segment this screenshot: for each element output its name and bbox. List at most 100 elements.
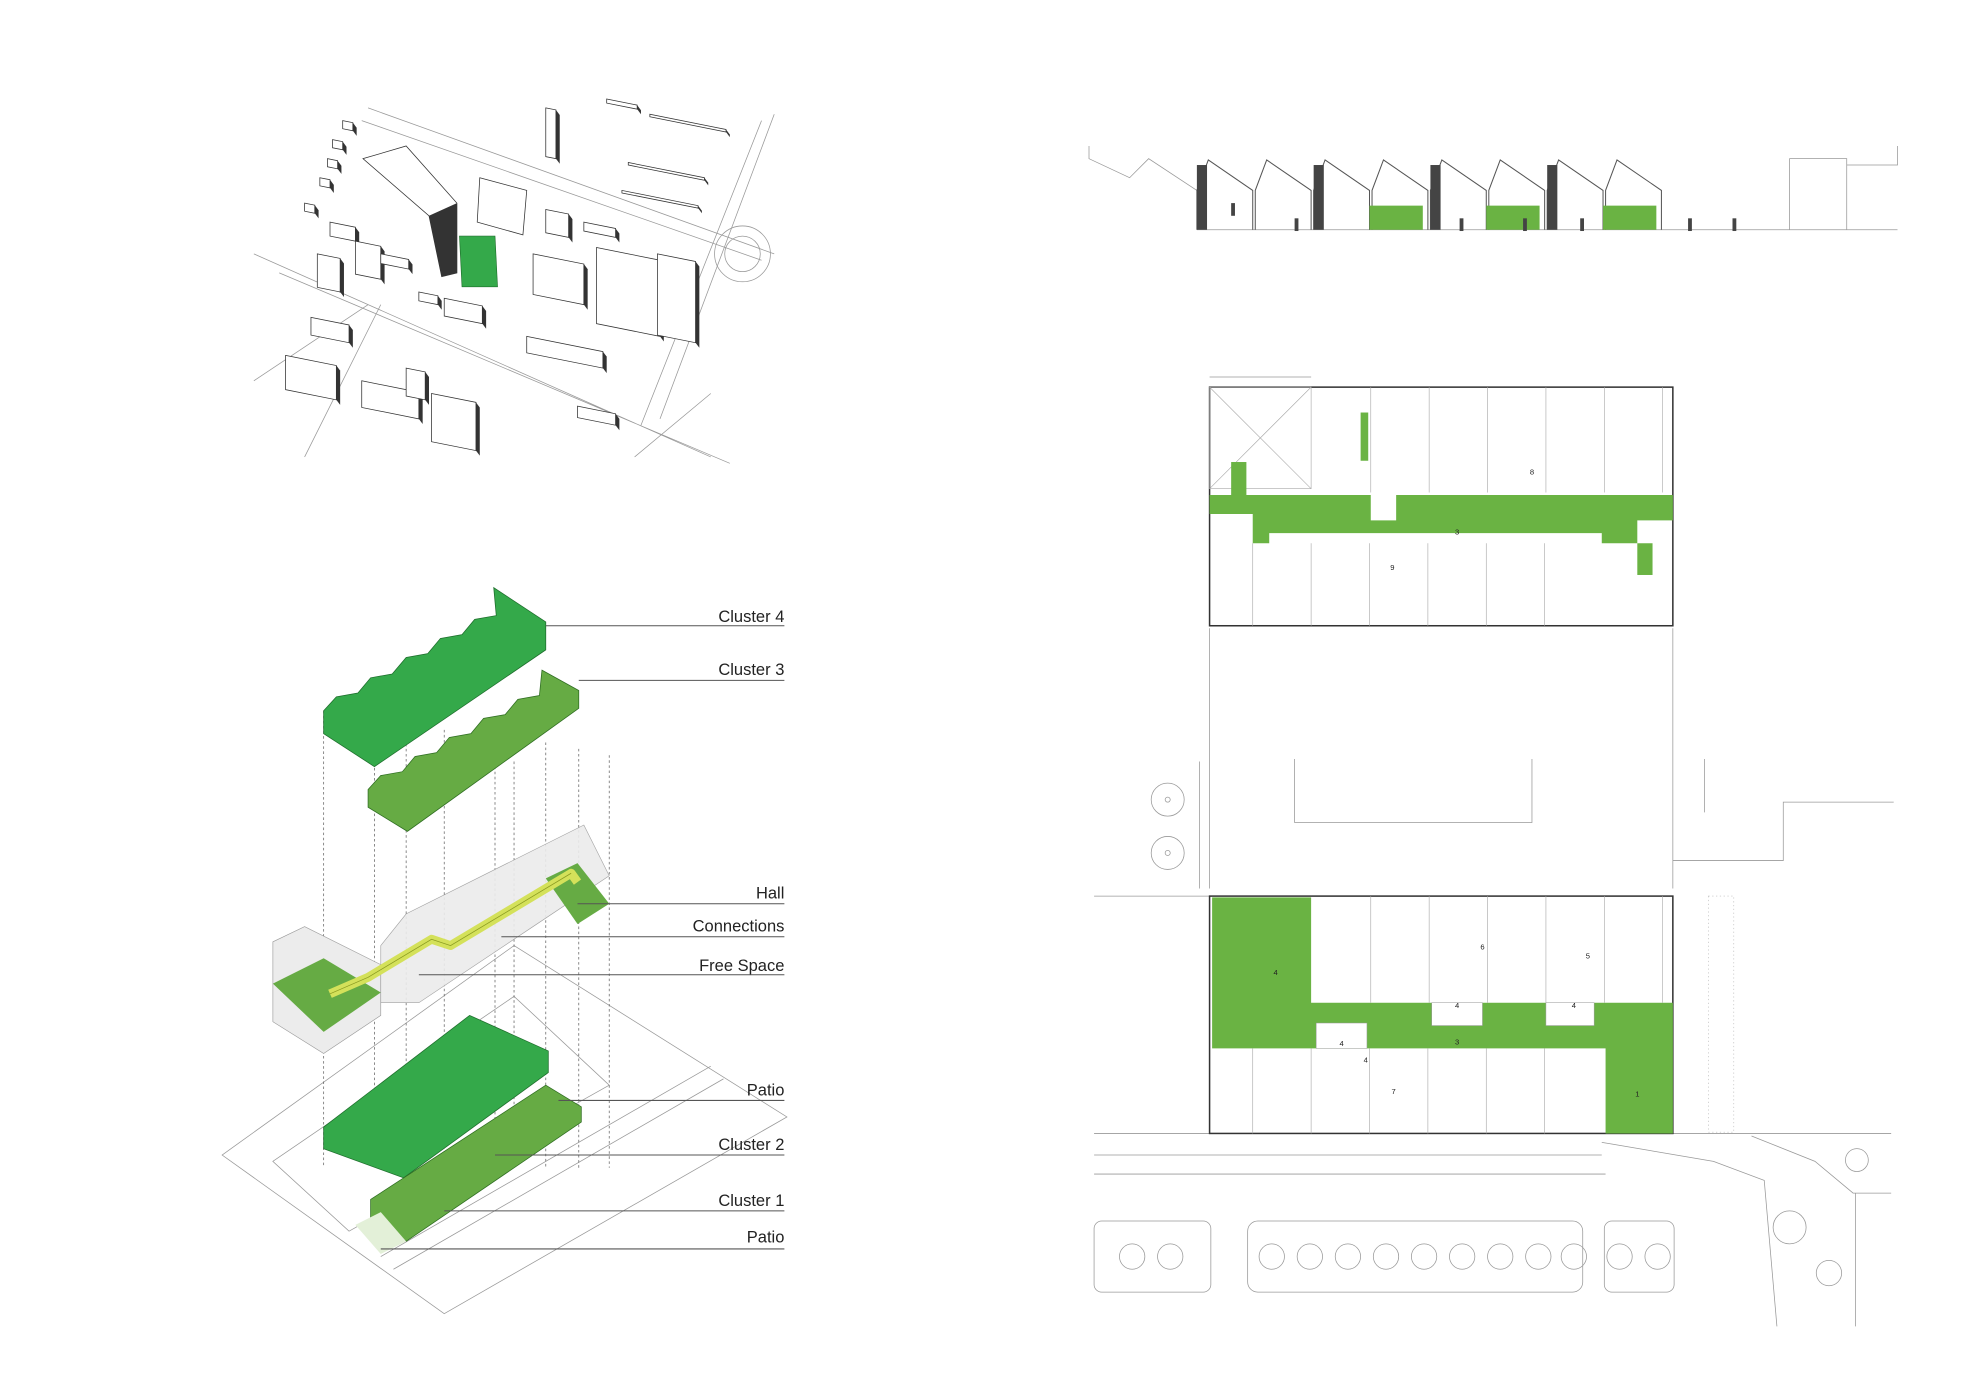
site-building-shadow [330, 179, 334, 193]
tree-icon [1296, 1243, 1323, 1270]
site-building-shadow [337, 160, 342, 174]
room-number: 3 [1455, 1038, 1459, 1047]
site-building [316, 253, 341, 293]
room-number: 4 [1364, 1055, 1369, 1064]
site-building [606, 98, 638, 110]
site-building-shadow [475, 402, 480, 456]
free-space-left [272, 958, 381, 1032]
tree-icon [1525, 1243, 1552, 1270]
section-green-glazing [1486, 205, 1540, 230]
room-number: 9 [1390, 563, 1394, 572]
tree-icon [1644, 1243, 1671, 1270]
site-building-shadow [555, 109, 560, 164]
cluster-4-volume [323, 586, 547, 768]
section-bay [1488, 159, 1546, 230]
site-building-shadow [602, 351, 607, 374]
room-number: 6 [1480, 942, 1484, 951]
site-building [526, 335, 604, 369]
section-dark-wall [1430, 165, 1441, 230]
site-building-shadow [437, 295, 442, 310]
site-building-shadow [698, 205, 702, 214]
site-building-shadow [615, 228, 620, 243]
building-section [1088, 145, 1898, 232]
site-building [545, 208, 569, 238]
site-building [431, 393, 477, 452]
site-building-shadow [704, 177, 709, 186]
site-building-shadow [340, 258, 344, 298]
site-building-shadow [314, 205, 319, 219]
site-building [380, 253, 410, 270]
site-building [649, 113, 727, 133]
section-dark-wall [1196, 165, 1208, 230]
tree-icon [1815, 1259, 1843, 1287]
room-number: 8 [1530, 468, 1534, 477]
label-patio-top: Patio [747, 1081, 785, 1099]
ground-floor-plan: 4 6 5 4 4 4 3 4 7 1 [1208, 895, 1674, 1135]
upper-corridor [1209, 495, 1673, 544]
site-building [532, 253, 585, 306]
site-building-shadow [336, 365, 341, 405]
tree-icon [1487, 1243, 1514, 1270]
site-building [405, 367, 426, 401]
tree-icon [1150, 836, 1185, 870]
room-number: 1 [1635, 1090, 1639, 1099]
section-green-glazing [1603, 205, 1657, 230]
tree-icon [1157, 1243, 1184, 1270]
site-building-shadow [408, 259, 413, 275]
tree-icon [1772, 1210, 1807, 1245]
tree-icon [1606, 1243, 1633, 1270]
label-hall: Hall [756, 885, 784, 903]
section-dark-wall [1547, 165, 1558, 230]
site-building-shadow [726, 129, 730, 138]
site-building [443, 297, 483, 325]
label-cluster-4: Cluster 4 [718, 608, 784, 626]
exploded-axonometric [221, 586, 788, 1315]
site-building [621, 189, 699, 209]
person-figure-icon [1732, 218, 1737, 232]
person-figure-icon [1231, 203, 1235, 216]
tree-icon [1449, 1243, 1476, 1270]
room-number: 4 [1455, 1001, 1460, 1010]
person-figure-icon [1459, 218, 1464, 232]
room-number: 4 [1339, 1039, 1344, 1048]
site-building [418, 291, 439, 306]
room-number: 4 [1273, 968, 1278, 977]
person-figure-icon [1580, 218, 1584, 232]
site-building [355, 240, 382, 280]
site-building [596, 247, 661, 337]
section-dark-wall [1313, 165, 1324, 230]
site-building-shadow [349, 324, 353, 348]
section-bay [1605, 159, 1662, 230]
cluster-2-volume [323, 1014, 549, 1179]
tree-icon [1372, 1243, 1400, 1270]
site-building [327, 158, 338, 170]
label-cluster-3: Cluster 3 [718, 661, 784, 679]
site-building-shadow [352, 122, 357, 136]
site-building-shadow [568, 214, 573, 243]
site-building-shadow [583, 264, 588, 310]
label-free-space: Free Space [699, 957, 784, 975]
site-building [545, 107, 557, 160]
site-building [583, 221, 616, 238]
site-building-shadow [615, 413, 620, 431]
site-building-shadow [637, 105, 641, 115]
site-building [304, 202, 316, 214]
label-cluster-1: Cluster 1 [718, 1192, 784, 1210]
site-building [332, 139, 344, 151]
site-building [577, 405, 616, 426]
section-bay [1254, 159, 1312, 230]
person-figure-icon [1688, 218, 1692, 232]
site-building [342, 120, 354, 132]
site-building [657, 253, 696, 344]
site-building-shadow [425, 371, 429, 405]
room-number: 4 [1572, 1001, 1577, 1010]
upper-floor-plan: 8 3 9 [1208, 376, 1674, 627]
cluster-3-volume [367, 669, 580, 832]
label-patio-bottom: Patio [747, 1229, 785, 1247]
section-green-glazing [1369, 205, 1423, 230]
site-plan-axonometric [253, 98, 775, 464]
room-number: 5 [1586, 951, 1590, 960]
site-building-shadow [695, 261, 700, 348]
site-building [329, 221, 356, 242]
